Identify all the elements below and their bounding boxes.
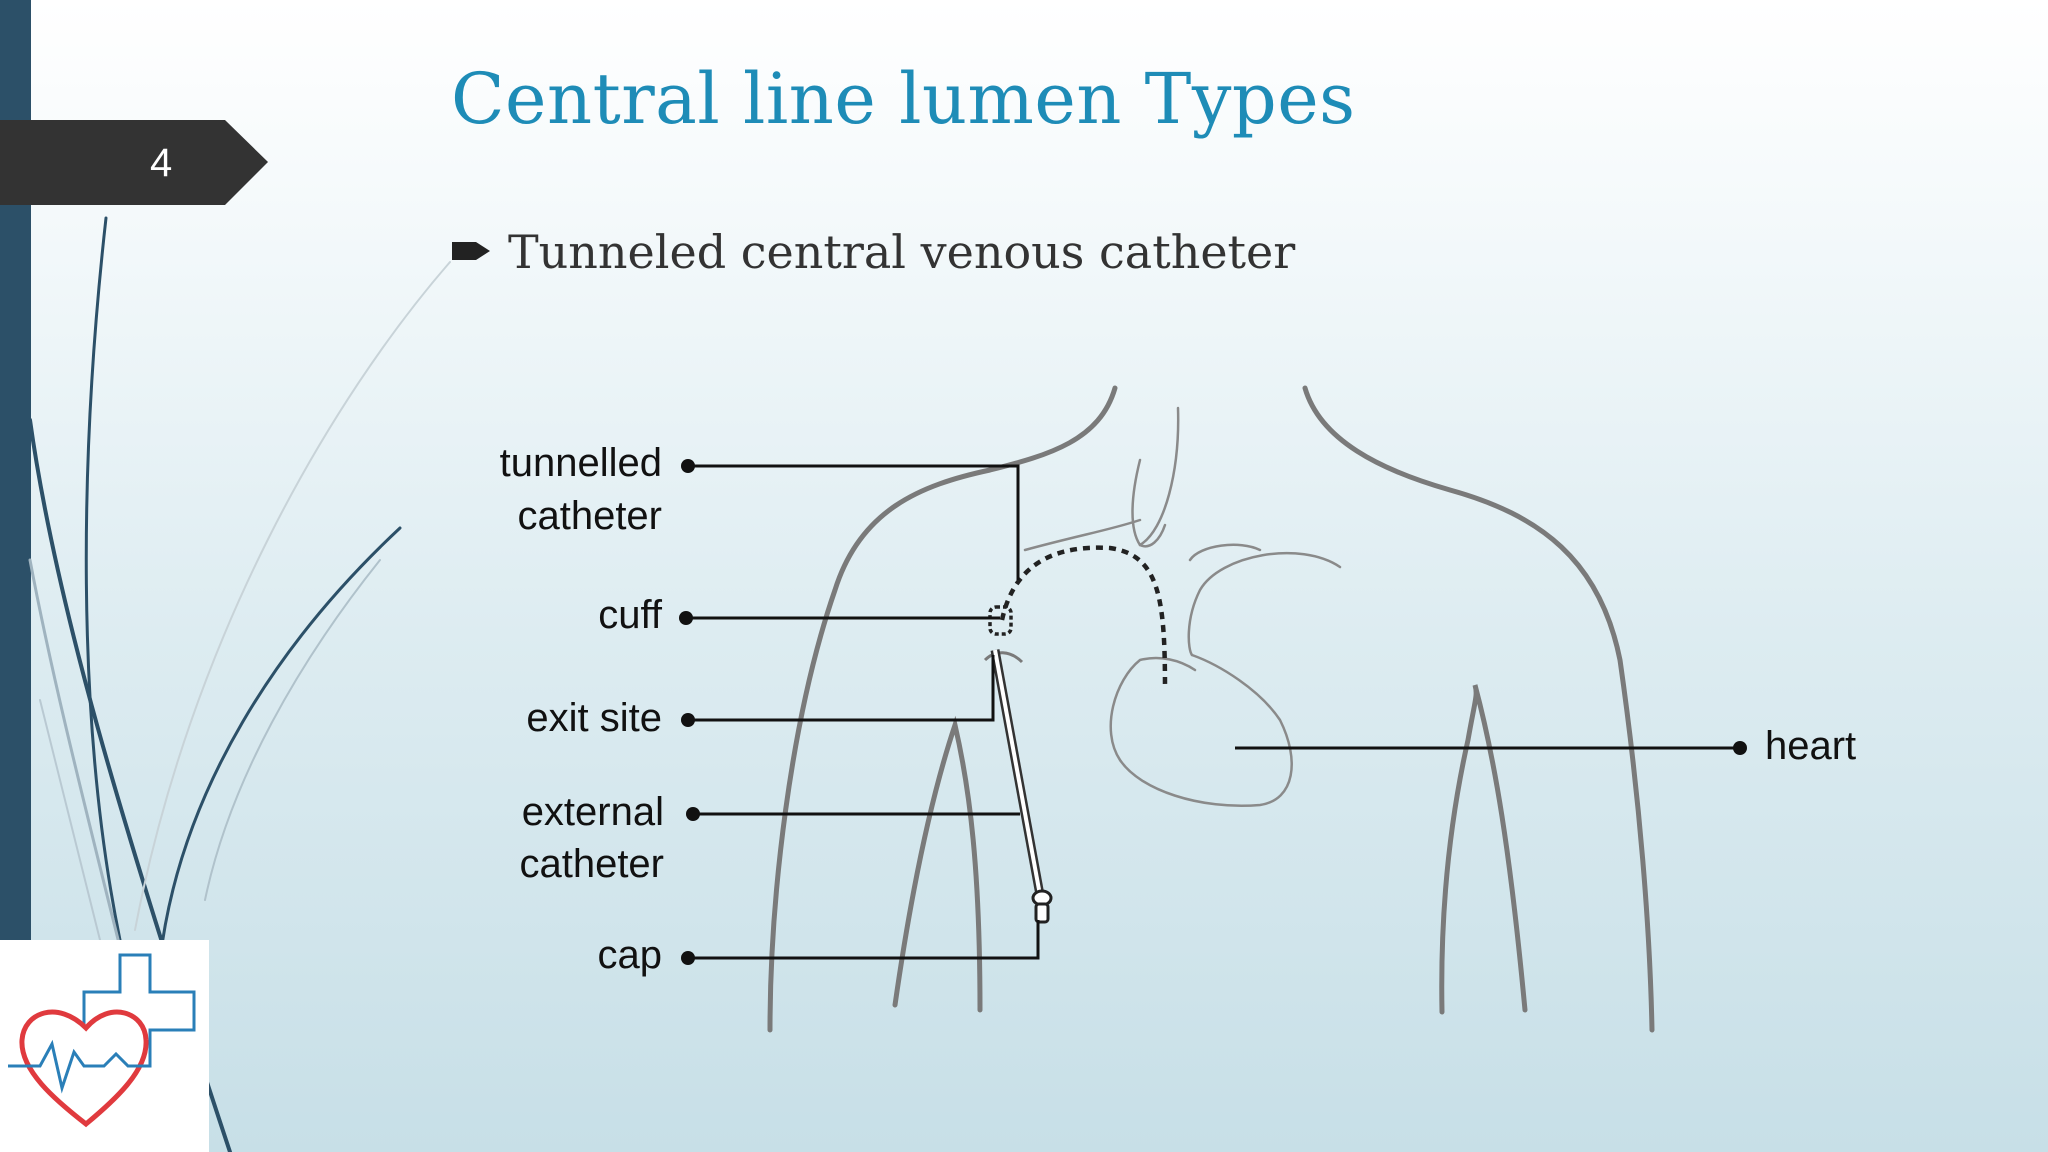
exit-site-marker bbox=[985, 653, 1022, 662]
label-exit-site: exit site bbox=[526, 696, 662, 740]
leader-dots bbox=[679, 459, 1747, 965]
label-tunnelled: tunnelled bbox=[500, 441, 662, 485]
logo-panel bbox=[0, 940, 209, 1152]
leader-cap bbox=[688, 920, 1038, 958]
cuff-marker bbox=[990, 607, 1011, 634]
catheter-tunnel-path bbox=[1002, 548, 1165, 690]
label-cuff: cuff bbox=[598, 593, 663, 637]
external-catheter-tube bbox=[995, 650, 1040, 895]
leader-exit-site bbox=[687, 655, 993, 720]
leader-tunnelled-catheter bbox=[687, 466, 1018, 580]
label-external-catheter: catheter bbox=[519, 842, 664, 886]
body-outline bbox=[770, 388, 1652, 1030]
label-tunnelled-catheter: catheter bbox=[517, 494, 662, 538]
heart-cross-logo-icon bbox=[0, 940, 209, 1152]
neck-and-heart-lines bbox=[1025, 408, 1340, 806]
cap-marker bbox=[1033, 891, 1051, 922]
label-cap: cap bbox=[598, 933, 663, 977]
label-external: external bbox=[522, 790, 664, 834]
label-heart: heart bbox=[1765, 724, 1856, 768]
leader-lines bbox=[687, 466, 1740, 958]
